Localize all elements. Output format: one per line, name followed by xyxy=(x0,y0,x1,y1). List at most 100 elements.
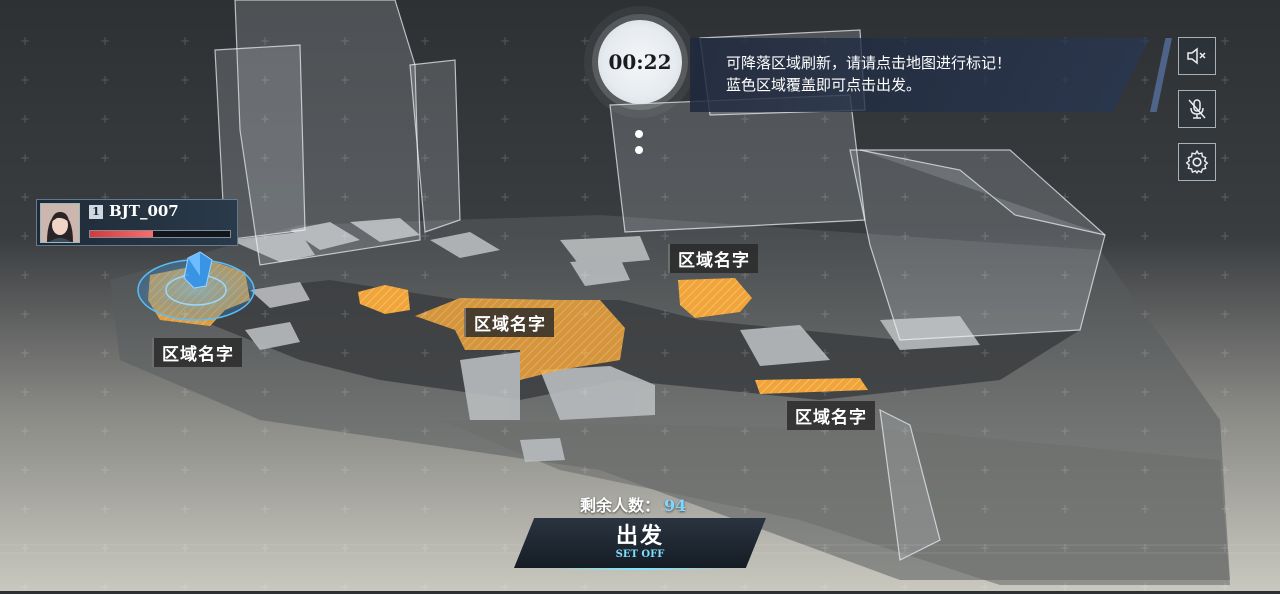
grid-mark: + xyxy=(20,424,31,438)
grid-mark: + xyxy=(820,424,831,438)
grid-mark: + xyxy=(1060,463,1071,477)
timer-dot xyxy=(635,130,643,138)
grid-mark: + xyxy=(900,463,911,477)
grid-mark: + xyxy=(580,307,591,321)
grid-mark: + xyxy=(420,190,431,204)
grid-mark: + xyxy=(100,424,111,438)
grid-mark: + xyxy=(20,502,31,516)
grid-mark: + xyxy=(980,541,991,555)
zone-label[interactable]: 区域名字 xyxy=(785,401,875,430)
grid-mark: + xyxy=(1140,424,1151,438)
grid-mark: + xyxy=(500,346,511,360)
grid-mark: + xyxy=(1220,151,1231,165)
grid-mark: + xyxy=(980,112,991,126)
grid-mark: + xyxy=(180,268,191,282)
grid-mark: + xyxy=(1060,229,1071,243)
grid-mark: + xyxy=(260,580,271,594)
map-ground-lower xyxy=(440,420,1230,585)
grid-mark: + xyxy=(980,580,991,594)
grid-mark: + xyxy=(260,73,271,87)
grid-mark: + xyxy=(20,34,31,48)
grid-mark: + xyxy=(820,307,831,321)
glass-towers xyxy=(214,0,1106,561)
grid-mark: + xyxy=(420,385,431,399)
grid-mark: + xyxy=(20,112,31,126)
landing-zone-4 xyxy=(678,278,752,318)
grid-mark: + xyxy=(20,229,31,243)
grid-mark: + xyxy=(580,229,591,243)
grid-mark: + xyxy=(500,34,511,48)
grid-mark: + xyxy=(340,463,351,477)
banner-text: 可降落区域刷新，请请点击地图进行标记！ 蓝色区域覆盖即可点击出发。 xyxy=(726,52,1106,96)
grid-mark: + xyxy=(1220,424,1231,438)
timer-value: 00:22 xyxy=(608,50,672,74)
grid-mark: + xyxy=(980,346,991,360)
grid-mark: + xyxy=(100,307,111,321)
avatar-portrait-icon xyxy=(41,204,79,242)
grid-mark: + xyxy=(740,346,751,360)
grid-mark: + xyxy=(340,541,351,555)
grid-mark: + xyxy=(340,151,351,165)
grid-mark: + xyxy=(820,580,831,594)
set-off-glow xyxy=(554,568,724,570)
grid-mark: + xyxy=(1140,580,1151,594)
grid-mark: + xyxy=(100,268,111,282)
map-buildings xyxy=(230,218,980,462)
player-marker xyxy=(137,251,255,321)
grid-mark: + xyxy=(740,463,751,477)
grid-mark: + xyxy=(340,229,351,243)
settings-button[interactable] xyxy=(1178,143,1216,181)
grid-mark: + xyxy=(340,112,351,126)
grid-mark: + xyxy=(100,502,111,516)
grid-mark: + xyxy=(980,502,991,516)
grid-mark: + xyxy=(660,229,671,243)
mic-button[interactable] xyxy=(1178,90,1216,128)
grid-mark: + xyxy=(420,463,431,477)
landing-zone-2 xyxy=(358,285,410,314)
grid-mark: + xyxy=(660,151,671,165)
grid-mark: + xyxy=(1060,268,1071,282)
grid-mark: + xyxy=(580,385,591,399)
grid-mark: + xyxy=(500,424,511,438)
remaining-count: 94 xyxy=(664,496,687,515)
grid-mark: + xyxy=(660,502,671,516)
player-health-fill xyxy=(90,231,153,237)
grid-mark: + xyxy=(740,268,751,282)
grid-mark: + xyxy=(340,346,351,360)
grid-mark: + xyxy=(260,34,271,48)
grid-mark: + xyxy=(420,229,431,243)
grid-mark: + xyxy=(1220,463,1231,477)
set-off-label: 出发 xyxy=(615,524,664,549)
grid-mark: + xyxy=(1060,424,1071,438)
zone-label[interactable]: 区域名字 xyxy=(152,338,242,367)
banner-line-2: 蓝色区域覆盖即可点击出发。 xyxy=(726,76,922,94)
grid-mark: + xyxy=(420,73,431,87)
grid-mark: + xyxy=(340,385,351,399)
grid-mark: + xyxy=(20,463,31,477)
grid-mark: + xyxy=(100,463,111,477)
grid-mark: + xyxy=(580,34,591,48)
grid-mark: + xyxy=(980,190,991,204)
grid-mark: + xyxy=(660,580,671,594)
set-off-button[interactable]: 出发 SET OFF xyxy=(514,518,766,568)
mute-button[interactable] xyxy=(1178,37,1216,75)
grid-mark: + xyxy=(660,346,671,360)
grid-mark: + xyxy=(420,502,431,516)
grid-mark: + xyxy=(580,463,591,477)
grid-mark: + xyxy=(740,307,751,321)
grid-mark: + xyxy=(1140,229,1151,243)
grid-mark: + xyxy=(340,424,351,438)
grid-mark: + xyxy=(340,190,351,204)
grid-mark: + xyxy=(500,151,511,165)
grid-mark: + xyxy=(20,307,31,321)
remaining-label: 剩余人数： xyxy=(580,496,661,515)
player-name: BJT_007 xyxy=(109,202,179,220)
grid-mark: + xyxy=(340,268,351,282)
zone-label[interactable]: 区域名字 xyxy=(464,308,554,337)
zone-label[interactable]: 区域名字 xyxy=(668,244,758,273)
grid-mark: + xyxy=(1140,268,1151,282)
grid-mark: + xyxy=(740,229,751,243)
grid-mark: + xyxy=(420,151,431,165)
grid-mark: + xyxy=(500,190,511,204)
